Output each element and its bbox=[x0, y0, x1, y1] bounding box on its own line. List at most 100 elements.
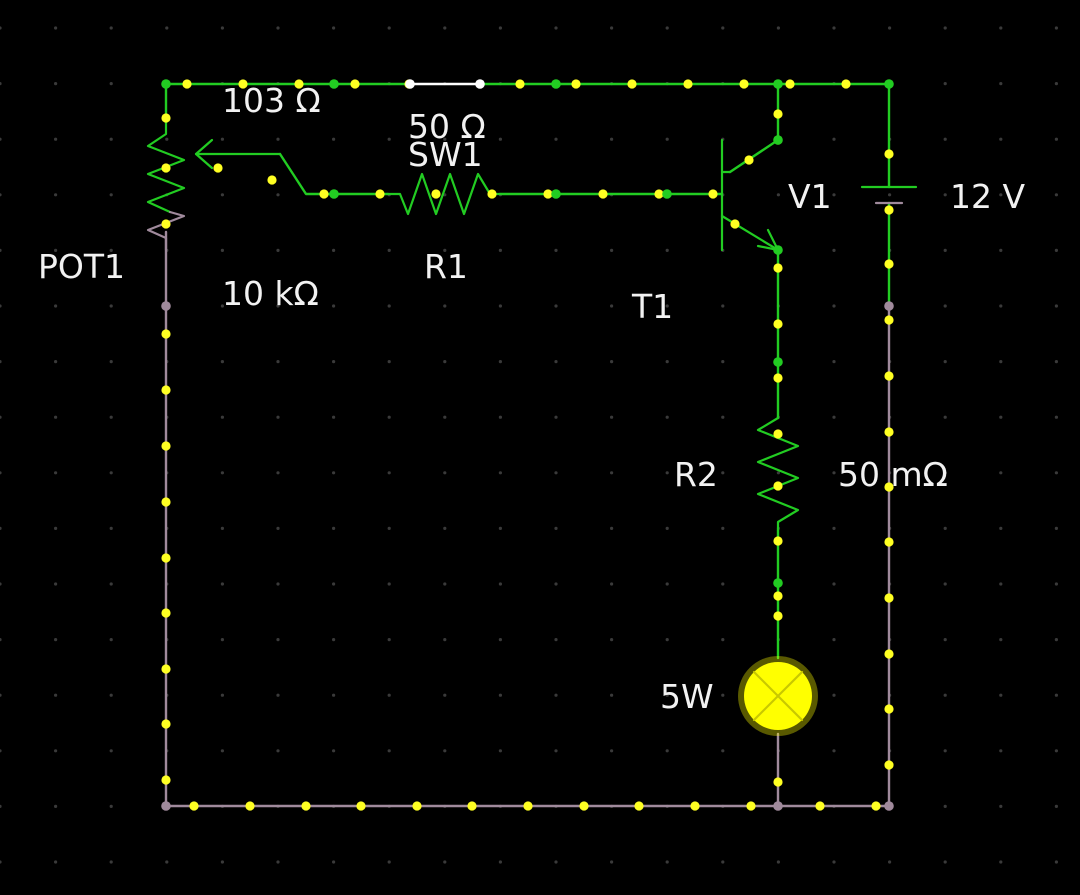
grid-dot bbox=[276, 526, 280, 531]
current-dot bbox=[884, 649, 894, 659]
grid-dot bbox=[665, 582, 669, 586]
wire-node bbox=[161, 79, 171, 89]
current-dot bbox=[238, 79, 248, 89]
grid-dot bbox=[0, 248, 2, 252]
grid-dot bbox=[721, 638, 725, 642]
resistor-icon[interactable] bbox=[756, 416, 800, 532]
grid-dot bbox=[332, 526, 336, 531]
grid-dot bbox=[832, 860, 836, 864]
grid-dot bbox=[54, 638, 58, 642]
grid-dot bbox=[832, 582, 836, 586]
current-dot bbox=[654, 189, 664, 199]
battery-icon[interactable] bbox=[860, 185, 918, 205]
grid-dot bbox=[1054, 304, 1058, 308]
grid-dot bbox=[554, 360, 558, 364]
grid-dot bbox=[332, 693, 336, 697]
grid-dot bbox=[109, 471, 113, 475]
grid-dot bbox=[610, 471, 614, 475]
grid-dot bbox=[665, 526, 669, 531]
grid-dot bbox=[498, 248, 502, 252]
grid-dot bbox=[610, 638, 614, 642]
grid-dot bbox=[443, 526, 447, 531]
grid-dot bbox=[276, 248, 280, 252]
grid-dot bbox=[888, 860, 892, 864]
grid-dot bbox=[498, 749, 502, 753]
current-dot bbox=[683, 79, 693, 89]
wire-node bbox=[773, 135, 783, 145]
current-dot bbox=[773, 373, 783, 383]
grid-dot bbox=[54, 304, 58, 308]
grid-dot bbox=[443, 137, 447, 141]
grid-dot bbox=[220, 360, 224, 364]
grid-dot bbox=[610, 137, 614, 141]
current-dot bbox=[543, 189, 553, 199]
current-dot bbox=[161, 664, 171, 674]
wire-node bbox=[405, 79, 415, 89]
grid-dot bbox=[276, 471, 280, 475]
current-dot bbox=[884, 427, 894, 437]
current-dot bbox=[356, 801, 366, 811]
grid-dot bbox=[943, 582, 947, 586]
current-dot bbox=[841, 79, 851, 89]
grid-dot bbox=[665, 304, 669, 308]
current-dot bbox=[350, 79, 360, 89]
current-dot bbox=[161, 441, 171, 451]
current-dot bbox=[871, 801, 881, 811]
grid-dot bbox=[276, 638, 280, 642]
current-dot bbox=[523, 801, 533, 811]
grid-dot bbox=[387, 137, 391, 141]
grid-dot bbox=[54, 526, 58, 531]
grid-dot bbox=[332, 304, 336, 308]
current-dot bbox=[161, 113, 171, 123]
lamp-icon[interactable] bbox=[738, 656, 818, 736]
grid-dot bbox=[943, 304, 947, 308]
grid-dot bbox=[387, 26, 391, 30]
grid-dot bbox=[1054, 582, 1058, 586]
grid-dot bbox=[387, 248, 391, 252]
resistor-icon[interactable] bbox=[386, 172, 502, 216]
current-dot bbox=[773, 109, 783, 119]
r1-value: 50 Ω bbox=[408, 107, 486, 146]
current-dot bbox=[739, 79, 749, 89]
current-dot bbox=[245, 801, 255, 811]
grid-dot bbox=[332, 248, 336, 252]
potentiometer-icon[interactable] bbox=[146, 110, 282, 252]
grid-dot bbox=[1054, 471, 1058, 475]
wire-collector-to-top[interactable] bbox=[728, 82, 780, 174]
grid-dot bbox=[54, 248, 58, 252]
v1-value: 12 V bbox=[950, 177, 1025, 216]
grid-dot bbox=[165, 137, 169, 141]
grid-dot bbox=[443, 582, 447, 586]
grid-dot bbox=[498, 693, 502, 697]
wire-wiper-to-r1[interactable] bbox=[278, 152, 390, 196]
grid-dot bbox=[109, 693, 113, 697]
current-dot bbox=[161, 385, 171, 395]
lamp-label: 5W bbox=[660, 677, 714, 716]
grid-dot bbox=[610, 415, 614, 419]
wire-node bbox=[773, 79, 783, 89]
grid-dot bbox=[610, 749, 614, 753]
grid-dot bbox=[54, 360, 58, 364]
grid-dot bbox=[999, 248, 1003, 252]
current-dot bbox=[730, 219, 740, 229]
grid-dot bbox=[220, 304, 224, 308]
grid-dot bbox=[54, 471, 58, 475]
grid-dot bbox=[387, 638, 391, 642]
grid-dot bbox=[0, 693, 2, 697]
wire-node bbox=[773, 357, 783, 367]
grid-dot bbox=[0, 193, 2, 197]
grid-dot bbox=[220, 137, 224, 141]
grid-dot bbox=[109, 415, 113, 419]
grid-dot bbox=[387, 749, 391, 753]
sw1-label: SW1 bbox=[408, 135, 483, 174]
current-dot bbox=[815, 801, 825, 811]
grid-dot bbox=[1054, 360, 1058, 364]
grid-dot bbox=[498, 415, 502, 419]
grid-dot bbox=[943, 749, 947, 753]
grid-dot bbox=[109, 137, 113, 141]
grid-dot bbox=[276, 304, 280, 308]
current-dot bbox=[161, 553, 171, 563]
grid-dot bbox=[220, 248, 224, 252]
grid-dot bbox=[276, 693, 280, 697]
